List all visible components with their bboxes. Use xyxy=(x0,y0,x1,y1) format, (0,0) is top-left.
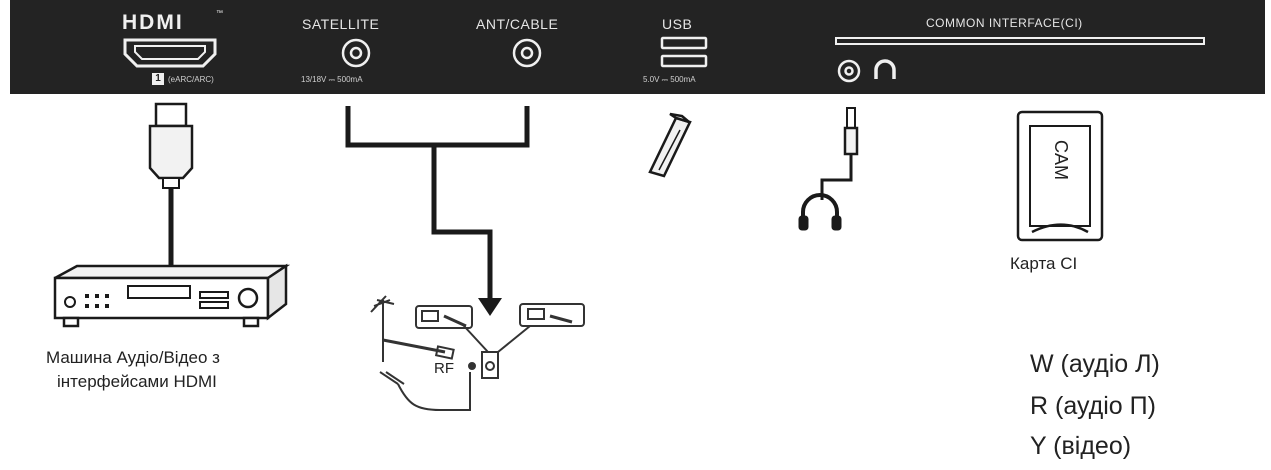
ant-cable-label: ANT/CABLE xyxy=(476,16,559,32)
rf-label: RF xyxy=(434,360,454,377)
usb-port-icon xyxy=(660,36,708,68)
hdmi-port-icon xyxy=(123,38,217,68)
legend-red-audio-right: R (аудіо П) xyxy=(1030,392,1156,420)
antenna-connection-bracket xyxy=(345,106,530,148)
legend-yellow-video: Y (відео) xyxy=(1030,432,1132,460)
satellite-label: SATELLITE xyxy=(302,16,380,32)
rf-antenna-icon xyxy=(370,295,585,411)
hdmi-logo: HDMI xyxy=(122,11,184,34)
av-device-icon xyxy=(53,263,291,328)
headphone-symbol-icon xyxy=(874,59,896,79)
antenna-connection-line xyxy=(431,145,493,298)
headphone-jack-icon xyxy=(837,59,861,83)
usb-label: USB xyxy=(662,16,693,32)
cam-label: CAM xyxy=(1051,140,1071,180)
satellite-spec: 13/18V ⎓ 500mA xyxy=(301,75,363,84)
hdmi-plug-icon xyxy=(148,102,194,189)
av-device-caption-line1: Машина Аудіо/Відео з xyxy=(46,348,220,367)
hdmi-trademark: ™ xyxy=(216,10,223,17)
hdmi-port-note: (eARC/ARC) xyxy=(168,75,214,84)
ci-card-icon xyxy=(1016,110,1104,242)
ci-slot-icon xyxy=(835,37,1205,45)
headphones-icon xyxy=(798,107,859,231)
av-device-caption-line2: інтерфейсами HDMI xyxy=(57,372,217,391)
antenna-arrow-icon xyxy=(478,298,502,316)
legend-white-audio-left: W (аудіо Л) xyxy=(1030,350,1160,378)
ci-label: COMMON INTERFACE(CI) xyxy=(926,16,1083,30)
tv-rear-panel xyxy=(10,0,1265,94)
satellite-port-icon xyxy=(341,38,371,68)
ci-card-caption: Карта CI xyxy=(1010,254,1078,273)
hdmi-port-number: 1 xyxy=(152,73,164,85)
ant-cable-port-icon xyxy=(512,38,542,68)
usb-spec: 5.0V ⎓ 500mA xyxy=(643,75,696,84)
usb-stick-icon xyxy=(648,112,692,178)
